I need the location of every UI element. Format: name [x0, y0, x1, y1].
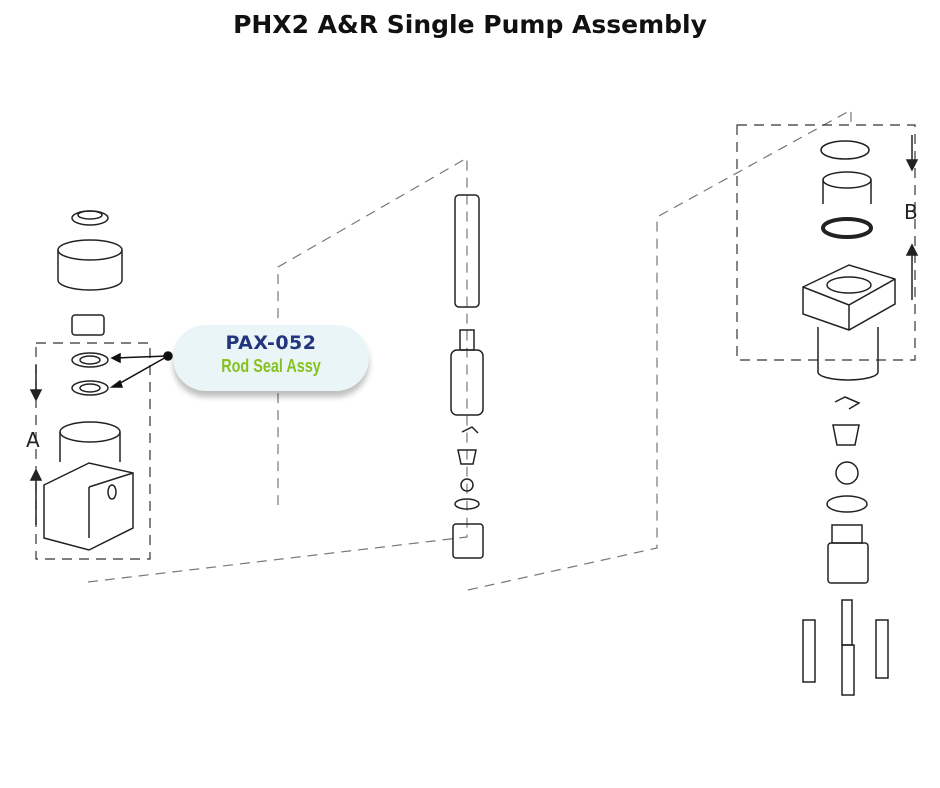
part-number: PAX-052 — [225, 332, 317, 354]
part-description: Rod Seal Assy — [221, 356, 321, 376]
section-label-a: A — [26, 428, 40, 452]
diagram-title: PHX2 A&R Single Pump Assembly — [233, 10, 707, 39]
part-callout[interactable]: PAX-052 Rod Seal Assy — [173, 325, 369, 391]
middle-assembly-parts — [450, 194, 484, 559]
section-label-b: B — [904, 200, 918, 224]
left-assembly-parts — [43, 210, 134, 551]
right-assembly-parts — [802, 140, 896, 696]
direction-arrows — [29, 135, 919, 525]
callout-leader-lines — [109, 351, 173, 388]
